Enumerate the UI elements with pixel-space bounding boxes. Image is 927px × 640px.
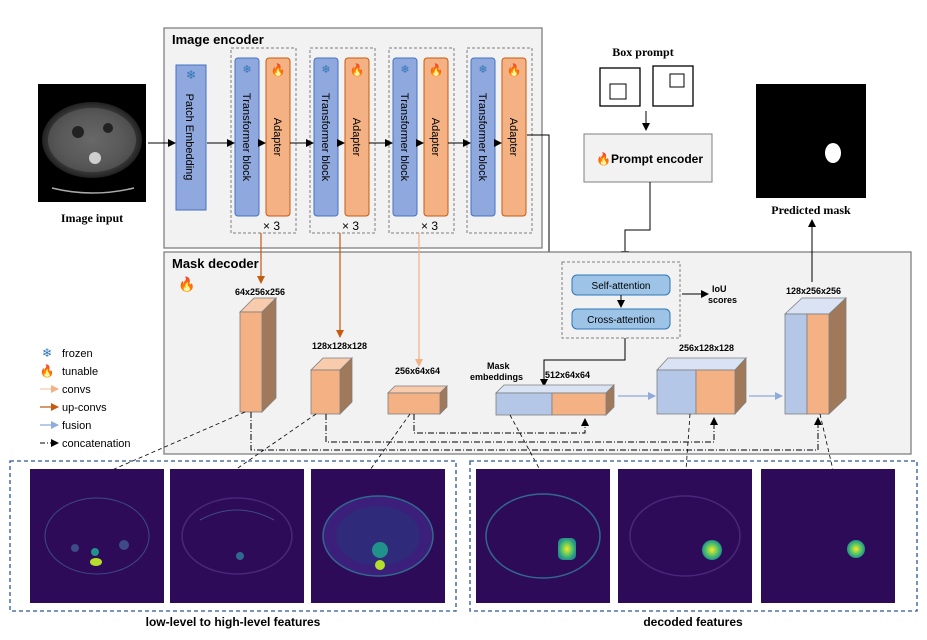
legend-label: tunable — [62, 366, 98, 378]
predicted-mask-label: Predicted mask — [771, 203, 851, 217]
flame-icon: 🔥 — [596, 152, 611, 166]
box-prompt-icons — [599, 65, 694, 107]
transformer-block-label: Transformer block — [240, 93, 252, 182]
transformer-block-label: Transformer block — [476, 93, 488, 182]
concatenation-lines — [250, 412, 822, 451]
legend: ❄ frozen 🔥 tunable convs up-convs fusion… — [40, 346, 131, 450]
transformer-block-label: Transformer block — [319, 93, 331, 182]
adapter-label: Adapter — [429, 118, 441, 157]
iou-label-1: IoU — [712, 284, 727, 294]
feature-map-5 — [618, 469, 752, 603]
snowflake-icon: ❄ — [186, 68, 196, 82]
encoder-group-1: ❄ Transformer block 🔥 Adapter × 3 — [230, 47, 297, 234]
feature-map-2 — [170, 469, 304, 603]
adapter-block — [344, 57, 370, 217]
cross-attention-block — [571, 308, 671, 330]
repeat-label: × 3 — [263, 219, 280, 233]
iou-label-2: scores — [708, 295, 737, 305]
self-attention-label: Self-attention — [592, 281, 651, 292]
snowflake-icon: ❄ — [478, 64, 487, 76]
dim-label-128b: 128x256x256 — [786, 286, 841, 296]
flame-icon: 🔥 — [271, 63, 286, 77]
prompt-encoder-label: Prompt encoder — [611, 152, 703, 166]
feature-map-1 — [30, 469, 164, 603]
low-level-features-caption: low-level to high-level features — [146, 615, 321, 629]
feature-cube-64 — [239, 297, 277, 413]
feature-map-4 — [476, 469, 610, 603]
snowflake-icon: ❄ — [242, 64, 251, 76]
box-prompt-title: Box prompt — [612, 45, 673, 59]
decoded-features-caption: decoded features — [643, 615, 743, 629]
dim-label-512: 512x64x64 — [545, 370, 590, 380]
feature-map-3 — [311, 469, 445, 603]
snowflake-icon: ❄ — [42, 346, 52, 360]
image-encoder-title: Image encoder — [172, 32, 264, 47]
legend-label: frozen — [62, 348, 93, 360]
dim-label-64: 64x256x256 — [235, 287, 285, 297]
feature-cube-128b — [783, 297, 848, 415]
mask-embeddings-label-1: Mask — [487, 361, 511, 371]
flame-icon: 🔥 — [507, 63, 522, 77]
mask-embeddings-label-2: embeddings — [470, 372, 523, 382]
cross-attention-label: Cross-attention — [587, 315, 655, 326]
legend-label: concatenation — [62, 438, 131, 450]
feature-cube-256b — [656, 356, 747, 416]
transformer-block — [470, 57, 496, 217]
feature-cube-512 — [495, 384, 615, 416]
prompt-to-decoder-arrow — [621, 182, 651, 259]
legend-label: up-convs — [62, 402, 107, 414]
image-input-label: Image input — [61, 211, 123, 225]
legend-label: convs — [62, 384, 91, 396]
dim-label-256b: 256x128x128 — [679, 343, 734, 353]
dim-label-128: 128x128x128 — [312, 341, 367, 351]
feature-map-6 — [761, 469, 895, 603]
mask-embedding-arrow — [540, 338, 626, 387]
snowflake-icon: ❄ — [321, 64, 330, 76]
prompt-encoder-box — [583, 133, 713, 183]
mask-decoder-title: Mask decoder — [172, 256, 259, 271]
ct-image-input — [38, 84, 146, 202]
adapter-block — [423, 57, 449, 217]
flame-icon: 🔥 — [178, 276, 195, 293]
repeat-label: × 3 — [342, 219, 359, 233]
transformer-block — [234, 57, 260, 217]
transformer-block — [313, 57, 339, 217]
patch-embedding-block — [175, 64, 207, 211]
legend-label: fusion — [62, 420, 91, 432]
adapter-block — [265, 57, 291, 217]
adapter-label: Adapter — [271, 118, 283, 157]
repeat-label: × 3 — [421, 219, 438, 233]
flame-icon: 🔥 — [429, 63, 444, 77]
low-level-features-panel — [9, 460, 457, 612]
encoder-group-2: ❄ Transformer block 🔥 Adapter × 3 — [309, 47, 376, 234]
snowflake-icon: ❄ — [400, 64, 409, 76]
patch-embedding-label: Patch Embedding — [183, 94, 195, 181]
flame-icon: 🔥 — [350, 63, 365, 77]
adapter-block — [501, 57, 527, 217]
decoded-features-panel — [469, 460, 918, 612]
transformer-block — [392, 57, 418, 217]
flame-icon: 🔥 — [40, 364, 55, 378]
feature-cube-128 — [310, 357, 353, 415]
encoder-group-4: ❄ Transformer block 🔥 Adapter — [466, 47, 533, 234]
feature-cube-256 — [387, 385, 448, 415]
adapter-label: Adapter — [350, 118, 362, 157]
encoder-group-3: ❄ Transformer block 🔥 Adapter × 3 — [388, 47, 455, 234]
predicted-mask-image — [756, 84, 866, 198]
dim-label-256: 256x64x64 — [395, 366, 440, 376]
transformer-block-label: Transformer block — [398, 93, 410, 182]
adapter-label: Adapter — [507, 118, 519, 157]
